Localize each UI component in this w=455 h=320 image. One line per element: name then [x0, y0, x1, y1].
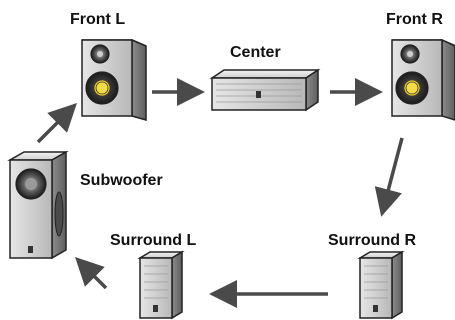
- surround-left-label: Surround L: [110, 232, 197, 249]
- center-speaker-icon: [209, 68, 321, 112]
- center-label: Center: [230, 44, 281, 61]
- surround-right-label: Surround R: [328, 232, 416, 249]
- subwoofer-speaker-icon: [7, 150, 69, 260]
- arrow-front-right-to-surround-right: [374, 137, 404, 217]
- front-right-label: Front R: [386, 11, 443, 28]
- arrow-subwoofer-to-front-left: [36, 103, 77, 144]
- arrow-surround-left-to-subwoofer: [75, 257, 108, 290]
- front-right-speaker-icon: [391, 38, 455, 121]
- surround-left-speaker-icon: [137, 250, 185, 320]
- subwoofer-label: Subwoofer: [80, 172, 163, 189]
- front-left-label: Front L: [70, 11, 126, 28]
- surround-right-speaker-icon: [357, 250, 405, 320]
- front-left-speaker-icon: [81, 38, 147, 121]
